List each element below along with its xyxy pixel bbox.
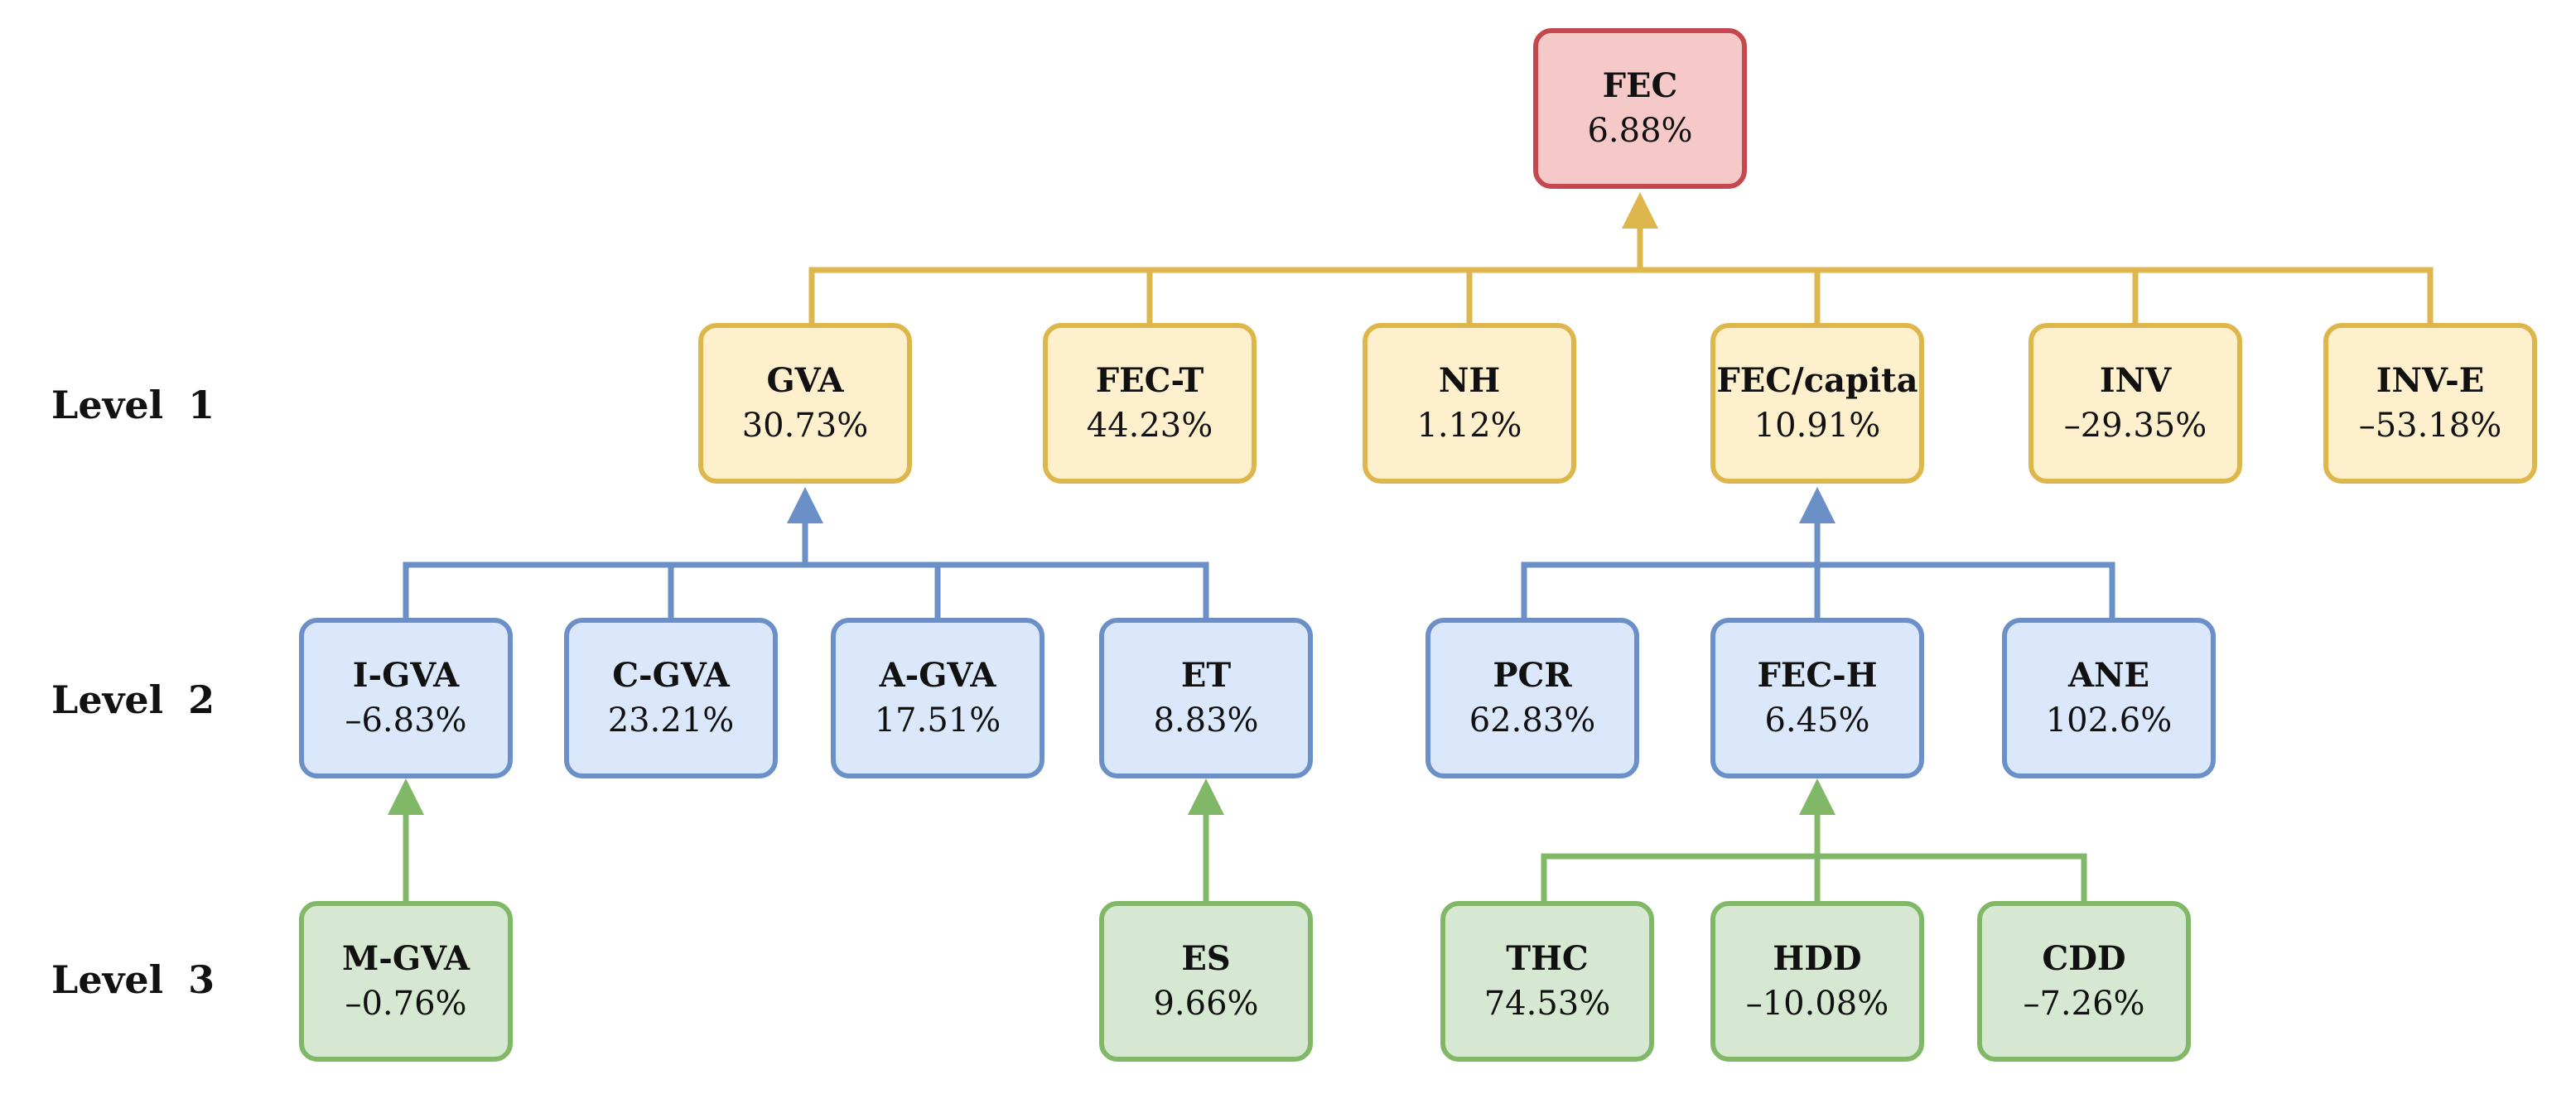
node-label: THC (1506, 939, 1589, 978)
node-inv: INV –29.35% (2028, 323, 2242, 484)
node-label: I-GVA (352, 656, 460, 695)
node-value: 17.51% (874, 701, 1001, 740)
node-value: 74.53% (1483, 985, 1611, 1023)
node-label: NH (1438, 361, 1501, 400)
node-label: CDD (2042, 939, 2126, 978)
connector-level1-to-fec (808, 224, 2434, 325)
arrowhead-to-fec (1622, 192, 1658, 229)
node-label: PCR (1493, 656, 1572, 695)
connector-level2-to-gva (403, 518, 1209, 619)
node-value: 6.88% (1587, 112, 1693, 150)
node-a-gva: A-GVA 17.51% (831, 618, 1044, 778)
node-value: –29.35% (2063, 407, 2207, 445)
arrowhead-to-i-gva (388, 778, 424, 815)
node-nh: NH 1.12% (1363, 323, 1576, 484)
node-value: 44.23% (1086, 407, 1213, 445)
node-cdd: CDD –7.26% (1977, 901, 2191, 1062)
node-fec: FEC 6.88% (1533, 28, 1747, 189)
level-3-label: Level 3 (51, 957, 215, 1002)
node-value: –7.26% (2023, 985, 2145, 1023)
node-label: FEC (1602, 66, 1678, 105)
node-value: 8.83% (1153, 701, 1259, 740)
node-label: ES (1181, 939, 1231, 978)
arrowhead-to-et (1188, 778, 1224, 815)
node-label: FEC/capita (1716, 361, 1918, 400)
node-label: ANE (2067, 656, 2150, 695)
node-fec-capita: FEC/capita 10.91% (1710, 323, 1924, 484)
node-es: ES 9.66% (1099, 901, 1313, 1062)
connector-level3-to-fec-h (1541, 808, 2087, 903)
node-c-gva: C-GVA 23.21% (564, 618, 778, 778)
node-label: FEC-H (1757, 656, 1878, 695)
node-label: C-GVA (612, 656, 730, 695)
node-thc: THC 74.53% (1440, 901, 1654, 1062)
node-pcr: PCR 62.83% (1425, 618, 1639, 778)
node-value: –6.83% (345, 701, 467, 740)
node-label: A-GVA (879, 656, 996, 695)
node-m-gva: M-GVA –0.76% (299, 901, 513, 1062)
node-label: HDD (1773, 939, 1862, 978)
node-label: FEC-T (1095, 361, 1204, 400)
node-label: ET (1180, 656, 1232, 695)
node-value: 23.21% (607, 701, 735, 740)
node-inv-e: INV-E –53.18% (2323, 323, 2537, 484)
node-gva: GVA 30.73% (698, 323, 912, 484)
node-value: 30.73% (741, 407, 869, 445)
node-value: 10.91% (1754, 407, 1881, 445)
node-label: INV (2099, 361, 2172, 400)
node-label: M-GVA (341, 939, 470, 978)
connector-level2-to-fec-capita (1521, 518, 2115, 619)
level-1-label: Level 1 (51, 383, 215, 427)
node-fec-t: FEC-T 44.23% (1043, 323, 1257, 484)
node-ane: ANE 102.6% (2002, 618, 2216, 778)
arrowhead-to-gva (787, 487, 823, 523)
level-2-label: Level 2 (51, 677, 215, 722)
node-value: 9.66% (1153, 985, 1259, 1023)
node-label: INV-E (2376, 361, 2485, 400)
node-i-gva: I-GVA –6.83% (299, 618, 513, 778)
node-value: –0.76% (345, 985, 467, 1023)
node-hdd: HDD –10.08% (1710, 901, 1924, 1062)
node-fec-h: FEC-H 6.45% (1710, 618, 1924, 778)
node-value: –53.18% (2358, 407, 2502, 445)
node-label: GVA (766, 361, 844, 400)
node-et: ET 8.83% (1099, 618, 1313, 778)
node-value: 62.83% (1469, 701, 1596, 740)
arrowhead-to-fec-capita (1799, 487, 1836, 523)
node-value: 1.12% (1416, 407, 1522, 445)
node-value: 6.45% (1764, 701, 1870, 740)
arrowhead-to-fec-h (1799, 778, 1836, 815)
node-value: –10.08% (1745, 985, 1889, 1023)
node-value: 102.6% (2045, 701, 2173, 740)
